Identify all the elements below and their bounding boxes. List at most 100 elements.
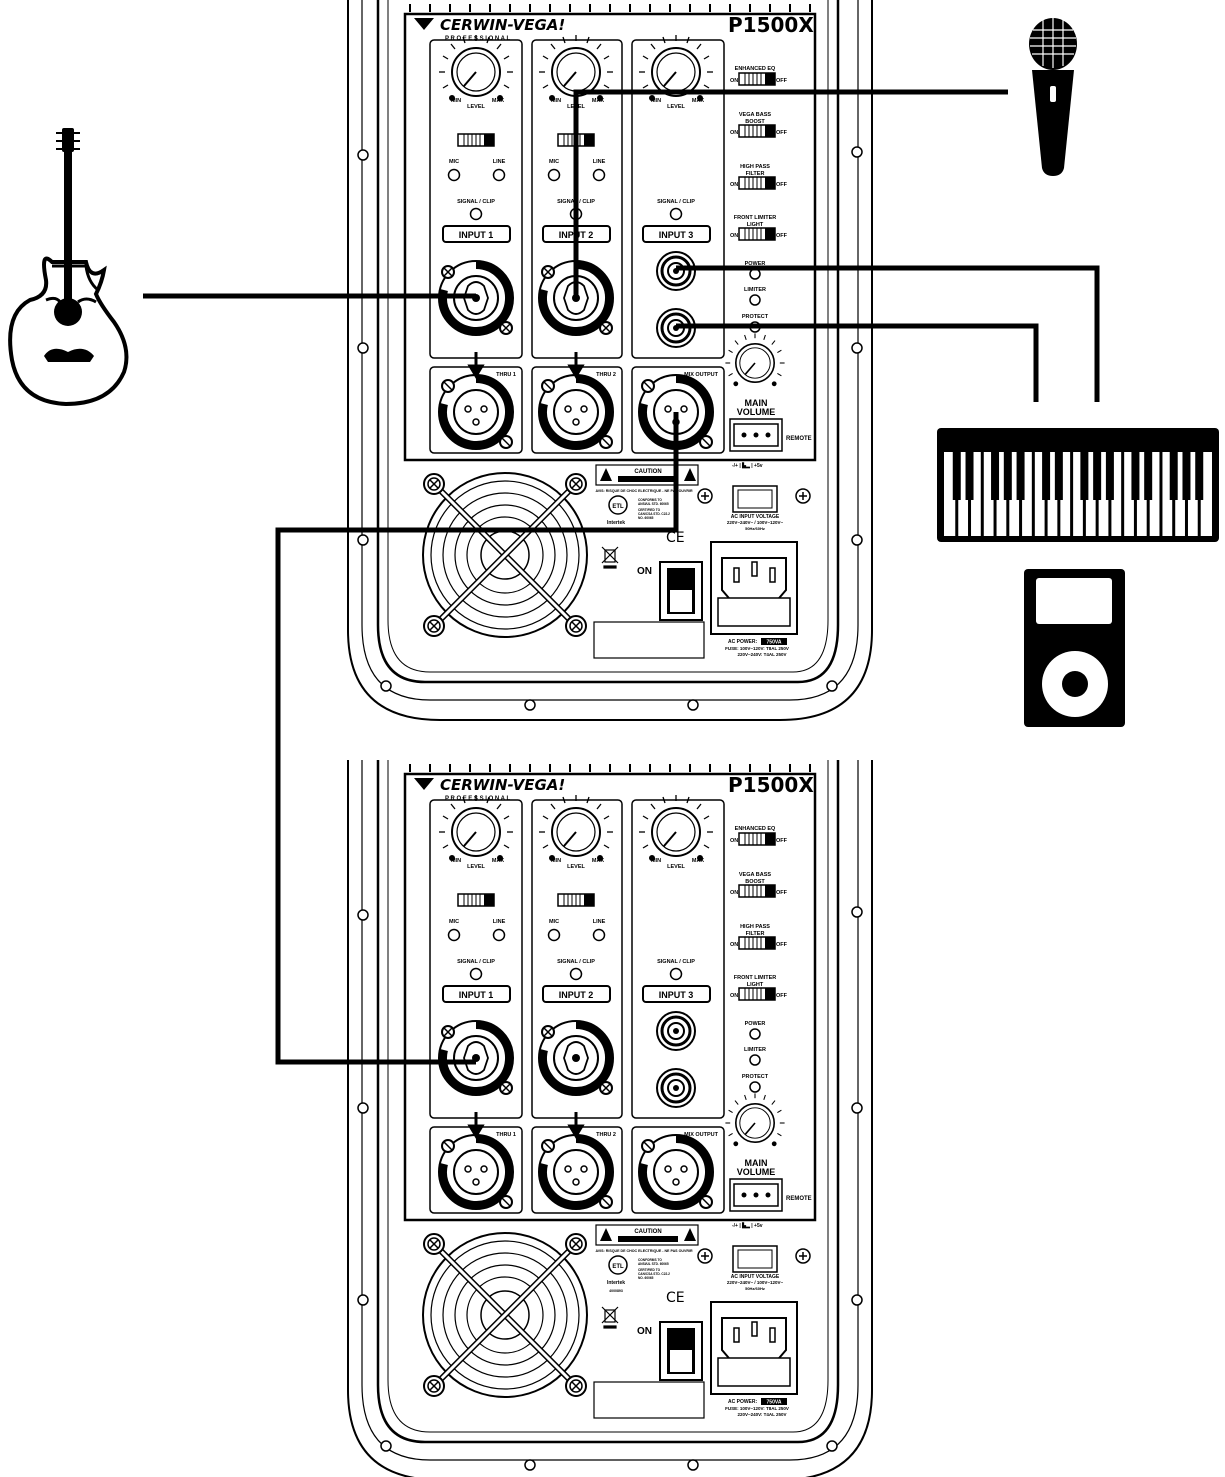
brand-name: CERWIN-VEGA! [440, 16, 565, 34]
amplifier-bottom: CERWIN-VEGA! P R O F E S S I O N A L P15… [347, 760, 873, 1477]
enhanced-eq-switch[interactable] [738, 832, 776, 846]
weee-icon [601, 546, 619, 569]
mic-label: MIC [449, 159, 459, 165]
mic-line-switch-1[interactable] [457, 133, 495, 147]
power-on-label: ON [637, 566, 652, 577]
vega-bass-boost-switch[interactable] [738, 884, 776, 898]
ce-mark: CE [666, 530, 685, 546]
keyboard-cable-right [676, 323, 1039, 402]
mix-output-label: MIX OUTPUT [684, 1132, 719, 1138]
acoustic-guitar-icon [8, 128, 129, 407]
off-label: OFF [776, 130, 788, 136]
mix-output-jack[interactable] [639, 1135, 713, 1209]
level-label: LEVEL [467, 864, 485, 870]
weee-icon [601, 1306, 619, 1329]
panel-screw [697, 1248, 713, 1264]
max-label: MAX [592, 98, 605, 104]
keyboard-icon [937, 428, 1219, 542]
microphone-cable [573, 89, 1008, 298]
input-3-label: INPUT 3 [659, 990, 694, 1000]
thru-1-label: THRU 1 [496, 1132, 516, 1138]
ac-inlet[interactable] [710, 1301, 798, 1395]
mic-line-switch-1[interactable] [457, 893, 495, 907]
caution-subtitle: AVIS: RISQUE DE CHOC ELECTRIQUE - NE PAS… [595, 489, 693, 493]
thru-2-jack[interactable] [539, 375, 613, 449]
main-volume-label-1: MAIN [745, 398, 768, 408]
min-label: MIN [551, 98, 561, 104]
channel-3: MIN MAX LEVEL SIGNAL / CLIP INPUT 3 [631, 34, 725, 359]
black-key [952, 452, 961, 500]
mix-output-link-cable [275, 412, 679, 1065]
line-label: LINE [593, 919, 606, 925]
input-1-jack[interactable] [439, 1021, 513, 1095]
mix-output-label: MIX OUTPUT [684, 372, 719, 378]
front-limiter-light-switch[interactable] [738, 987, 776, 1001]
microphone-icon [1029, 18, 1077, 176]
conformity-3: CERTIFIED TO [638, 508, 661, 512]
vega-bass-boost-switch[interactable] [738, 124, 776, 138]
switch-label-boost: BOOST [745, 119, 765, 125]
high-pass-filter-switch[interactable] [738, 176, 776, 190]
rca-jack-left[interactable] [655, 250, 697, 292]
input-2-label: INPUT 2 [559, 990, 594, 1000]
conformity-4: CAN/CSA STD. C22.2 [638, 1272, 670, 1276]
caution-label: CAUTION AVIS: RISQUE DE CHOC ELECTRIQUE … [595, 464, 699, 493]
mic-line-switch-2[interactable] [557, 893, 595, 907]
amplifier-panel-template: CERWIN-VEGA! P R O F E S S I O N A L P15… [347, 760, 873, 1477]
brand-subtitle: P R O F E S S I O N A L [445, 36, 510, 42]
conformity-1: CONFORMS TO [638, 498, 662, 502]
enhanced-eq-switch[interactable] [738, 72, 776, 86]
signal-clip-label: SIGNAL / CLIP [657, 199, 695, 205]
main-volume-label-2: VOLUME [737, 407, 776, 417]
channel-2: MIN MAX LEVEL MIC LINE SIGNAL / CLIP INP… [531, 794, 623, 1119]
power-switch[interactable] [659, 1321, 703, 1381]
serial-label-area [593, 621, 705, 659]
off-label: OFF [776, 838, 788, 844]
power-switch[interactable] [659, 561, 703, 621]
min-label: MIN [551, 858, 561, 864]
switch-label-boost: BOOST [745, 879, 765, 885]
ac-inlet[interactable] [710, 541, 798, 635]
ac-voltage-label: AC INPUT VOLTAGE [731, 1274, 780, 1280]
ac-frequency: 50Hz/60Hz [745, 526, 765, 531]
mic-label: MIC [449, 919, 459, 925]
thru-1-jack[interactable] [439, 375, 513, 449]
off-label: OFF [776, 942, 788, 948]
caution-title: CAUTION [634, 1229, 661, 1235]
serial-label-area [593, 1381, 705, 1419]
mic-label: MIC [549, 919, 559, 925]
brand-subtitle: P R O F E S S I O N A L [445, 796, 510, 802]
etl-logo: ETL [612, 504, 624, 510]
min-label: MIN [451, 858, 461, 864]
black-key [1169, 452, 1178, 500]
max-label: MAX [492, 858, 505, 864]
black-key [1144, 452, 1153, 500]
mounting-holes [357, 906, 863, 1471]
channel-1: MIN MAX LEVEL MIC LINE SIGNAL / CLIP INP… [429, 34, 523, 359]
thru-2-jack[interactable] [539, 1135, 613, 1209]
rca-jack-left[interactable] [655, 1010, 697, 1052]
min-label: MIN [651, 98, 661, 104]
fuse-line-1: FUSE: 100V~120V: T8AL 250V [725, 646, 789, 651]
on-label: ON [730, 890, 738, 896]
protect-indicator-label: PROTECT [742, 1074, 769, 1080]
input-1-label: INPUT 1 [459, 990, 494, 1000]
rca-jack-right[interactable] [655, 1067, 697, 1109]
switch-label-light: LIGHT [747, 982, 764, 988]
main-volume-label-2: VOLUME [737, 1167, 776, 1177]
signal-clip-led-3 [669, 967, 683, 981]
off-label: OFF [776, 78, 788, 84]
fuse-line-1: FUSE: 100V~120V: T8AL 250V [725, 1406, 789, 1411]
high-pass-filter-switch[interactable] [738, 936, 776, 950]
etl-mark: ETL Intertek 4000893 CONFORMS TO ANSI/UL… [601, 1255, 685, 1329]
input-2-jack[interactable] [539, 1021, 613, 1095]
front-limiter-light-switch[interactable] [738, 227, 776, 241]
thru-1-jack[interactable] [439, 1135, 513, 1209]
ac-power-label: AC POWER: [728, 639, 758, 645]
brand-logo: CERWIN-VEGA! P R O F E S S I O N A L [414, 776, 565, 802]
cables [143, 89, 1100, 1065]
black-key [1093, 452, 1102, 500]
ac-frequency: 50Hz/60Hz [745, 1286, 765, 1291]
black-key [1105, 452, 1114, 500]
thru-2-label: THRU 2 [596, 372, 616, 378]
